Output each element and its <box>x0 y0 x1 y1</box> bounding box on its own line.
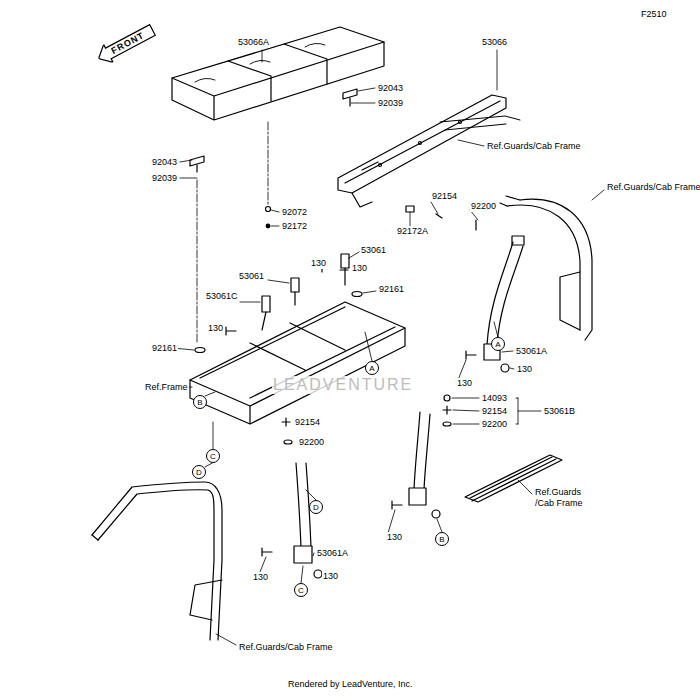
reference-letter: D <box>313 503 319 512</box>
part-number: 53061 <box>360 245 387 256</box>
reference-label: Ref.Guards /Cab Frame <box>534 487 590 509</box>
reference-label: Ref.Guards/Cab Frame <box>238 642 334 653</box>
part-number: 92154 <box>294 417 321 428</box>
part-number: 130 <box>207 323 224 334</box>
arrow-shape <box>94 21 157 67</box>
reference-letter: C <box>298 586 304 595</box>
part-number: 92072 <box>281 207 308 218</box>
part-number: 92200 <box>481 419 508 430</box>
part-number: 92161 <box>378 284 405 295</box>
part-number: 130 <box>386 532 403 543</box>
part-number: 92039 <box>377 98 404 109</box>
reference-letter: B <box>197 398 202 407</box>
part-number: 92200 <box>298 437 325 448</box>
reference-label: Ref.Guards/Cab Frame <box>606 182 700 193</box>
credit-line: Rendered by LeadVenture, Inc. <box>287 679 414 690</box>
part-number: 92043 <box>151 157 178 168</box>
part-number: 92154 <box>431 191 458 202</box>
part-number: 92161 <box>151 343 178 354</box>
part-number: 53061A <box>316 548 349 559</box>
front-arrow: FRONT <box>94 21 158 68</box>
part-number: 92043 <box>377 83 404 94</box>
reference-circle: A <box>491 337 505 351</box>
reference-circle: D <box>309 500 323 514</box>
reference-letter: A <box>495 340 500 349</box>
reference-circle: C <box>294 583 308 597</box>
reference-label: Ref.Guards/Cab Frame <box>486 141 582 152</box>
part-number: 130 <box>516 364 533 375</box>
part-number: 53061B <box>543 406 576 417</box>
reference-letter: D <box>196 468 202 477</box>
part-number: 92039 <box>151 173 178 184</box>
reference-letter: C <box>210 452 216 461</box>
part-number: 130 <box>322 571 339 582</box>
part-number: 53066A <box>237 37 270 48</box>
part-number: 130 <box>456 378 473 389</box>
part-number: 130 <box>351 263 368 274</box>
reference-circle: A <box>365 361 379 375</box>
reference-circle: C <box>206 449 220 463</box>
watermark: LEADVENTURE <box>272 376 414 394</box>
part-number: 53066 <box>481 37 508 48</box>
reference-circle: B <box>193 395 207 409</box>
part-number: 92172 <box>281 221 308 232</box>
part-number: 92200 <box>470 201 497 212</box>
reference-label: Ref.Frame <box>144 382 189 393</box>
part-number: 53061A <box>515 346 548 357</box>
reference-letter: B <box>439 535 444 544</box>
part-number: 130 <box>310 258 327 269</box>
reference-letter: A <box>369 364 374 373</box>
part-number: 53061C <box>205 291 239 302</box>
part-number: 53061 <box>238 271 265 282</box>
part-number: 92172A <box>396 226 429 237</box>
part-number: 130 <box>252 572 269 583</box>
reference-circle: D <box>192 465 206 479</box>
part-number: 92154 <box>481 406 508 417</box>
part-number: F2510 <box>640 9 668 20</box>
reference-circle: B <box>435 532 449 546</box>
part-number: 14093 <box>481 393 508 404</box>
